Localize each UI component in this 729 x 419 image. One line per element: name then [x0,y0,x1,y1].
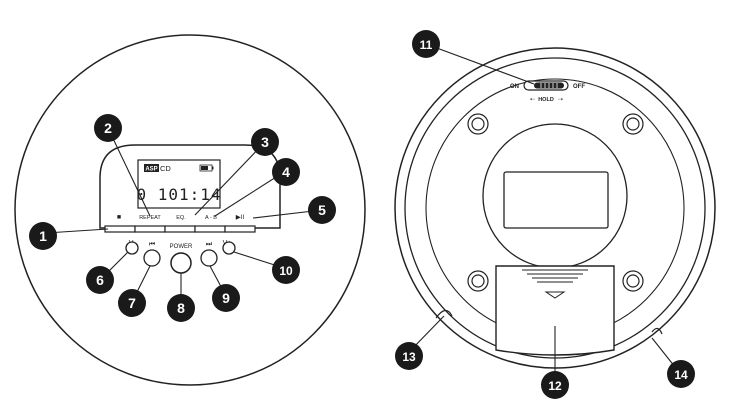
callout-9-number: 9 [222,290,230,306]
callout-12: 12 [541,371,569,399]
vol-up-button[interactable] [222,241,236,255]
vol-down-button[interactable] [125,241,139,255]
foot-top-right-inner [626,117,640,131]
prev-label: ⏮ [149,241,155,248]
callout-1-badge [29,222,57,250]
callout-1-number: 1 [39,228,47,244]
power-button[interactable] [170,252,192,274]
callout-4-badge [272,158,300,186]
door-arrow-icon [544,291,566,299]
battery-level [201,166,208,170]
battery-tip [212,166,214,170]
callout-8-number: 8 [177,300,185,316]
dc-input[interactable] [651,327,663,335]
door-grip-lines [522,269,588,283]
eq-label: EQ. [176,215,186,221]
callout-5-number: 5 [318,202,326,218]
callout-11: 11 [412,30,440,58]
callout-13-number: 13 [402,350,416,364]
callout-5: 5 [308,196,336,224]
lcd-time: 0 101:14 [136,185,221,204]
callout-2-badge [94,114,122,142]
cd-label: CD [160,164,171,173]
callout-3-number: 3 [261,134,269,150]
play-pause-button[interactable] [224,225,256,233]
callout-2-number: 2 [104,120,112,136]
hold-arrow-right-icon: ⇢ [558,97,563,103]
hold-on-label: ON [510,84,519,90]
asp-badge-label: ASP [145,167,157,173]
next-label: ⏭ [206,241,213,248]
callout-10-number: 10 [279,264,293,278]
callout-7: 7 [118,289,146,317]
asp-badge [144,164,159,172]
callout-7-badge [118,289,146,317]
foot-bottom-right-inner [626,274,640,288]
callout-10-badge [272,256,300,284]
callout-9: 9 [212,284,240,312]
callout-14: 14 [667,360,695,388]
callout-14-number: 14 [674,368,688,382]
hold-switch-ridges [540,83,558,88]
function-button-strip [104,225,256,233]
callout-11-number: 11 [420,38,433,52]
callout-7-number: 7 [128,295,136,311]
battery-compartment-door[interactable] [495,265,615,356]
power-label: POWER [170,244,193,250]
play-pause-label: ▶II [236,214,245,221]
callout-9-badge [212,284,240,312]
callout-3-badge [251,128,279,156]
callout-4-number: 4 [282,164,290,180]
callout-1: 1 [29,222,57,250]
hold-switch[interactable]: ON OFF HOLD ⇠ ⇢ [510,80,585,103]
callout-12-badge [541,371,569,399]
callout-13-badge [395,342,423,370]
rubber-feet [467,113,644,292]
eq-button[interactable] [164,225,196,233]
callout-6-badge [86,266,114,294]
callout-5-badge [308,196,336,224]
prev-button[interactable] [143,249,161,267]
ab-button[interactable] [194,225,226,233]
foot-bottom-left-inner [471,274,485,288]
callout-4: 4 [272,158,300,186]
foot-top-left-inner [471,117,485,131]
callout-11-badge [412,30,440,58]
stop-label: ■ [117,214,121,221]
ab-label: A - B [205,215,217,221]
center-window [503,171,609,229]
headphone-jack[interactable] [435,309,453,319]
hold-off-label: OFF [573,84,585,90]
callout-6-number: 6 [96,272,104,288]
back-view: ON OFF HOLD ⇠ ⇢ [394,43,716,381]
callout-10: 10 [272,256,300,284]
callout-6: 6 [86,266,114,294]
callout-12-number: 12 [548,379,562,393]
callout-2: 2 [94,114,122,142]
stop-button[interactable] [104,225,136,233]
callout-8: 8 [167,294,195,322]
callout-14-badge [667,360,695,388]
callout-13: 13 [395,342,423,370]
callout-3: 3 [251,128,279,156]
hold-label: HOLD [538,97,554,103]
next-button[interactable] [200,249,218,267]
repeat-label: REPEAT [139,215,161,221]
hold-arrow-left-icon: ⇠ [530,97,535,103]
callout-8-badge [167,294,195,322]
repeat-button[interactable] [134,225,166,233]
